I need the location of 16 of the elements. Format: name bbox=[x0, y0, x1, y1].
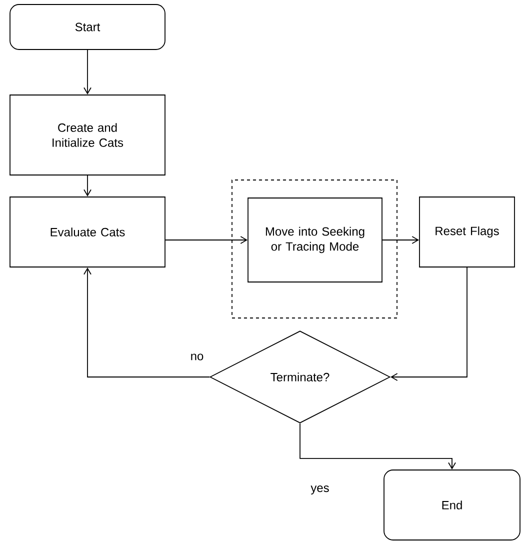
arrow bbox=[84, 267, 210, 378]
arrow bbox=[84, 50, 92, 95]
arrow bbox=[84, 175, 92, 197]
edge-label: no bbox=[189, 352, 205, 362]
process-box: Evaluate Cats bbox=[10, 196, 166, 268]
arrow bbox=[382, 236, 420, 244]
process-box: Reset Flags bbox=[419, 196, 515, 268]
terminal-box: End bbox=[384, 470, 520, 540]
edge-label: yes bbox=[310, 484, 330, 496]
arrow bbox=[390, 267, 468, 381]
process-box: Create and Initialize Cats bbox=[10, 94, 166, 176]
arrow bbox=[300, 423, 456, 470]
arrow bbox=[165, 236, 248, 244]
terminal-box: Start bbox=[10, 4, 166, 50]
process-box: Move into Seeking or Tracing Mode bbox=[248, 198, 382, 282]
dashed-box bbox=[232, 180, 398, 318]
